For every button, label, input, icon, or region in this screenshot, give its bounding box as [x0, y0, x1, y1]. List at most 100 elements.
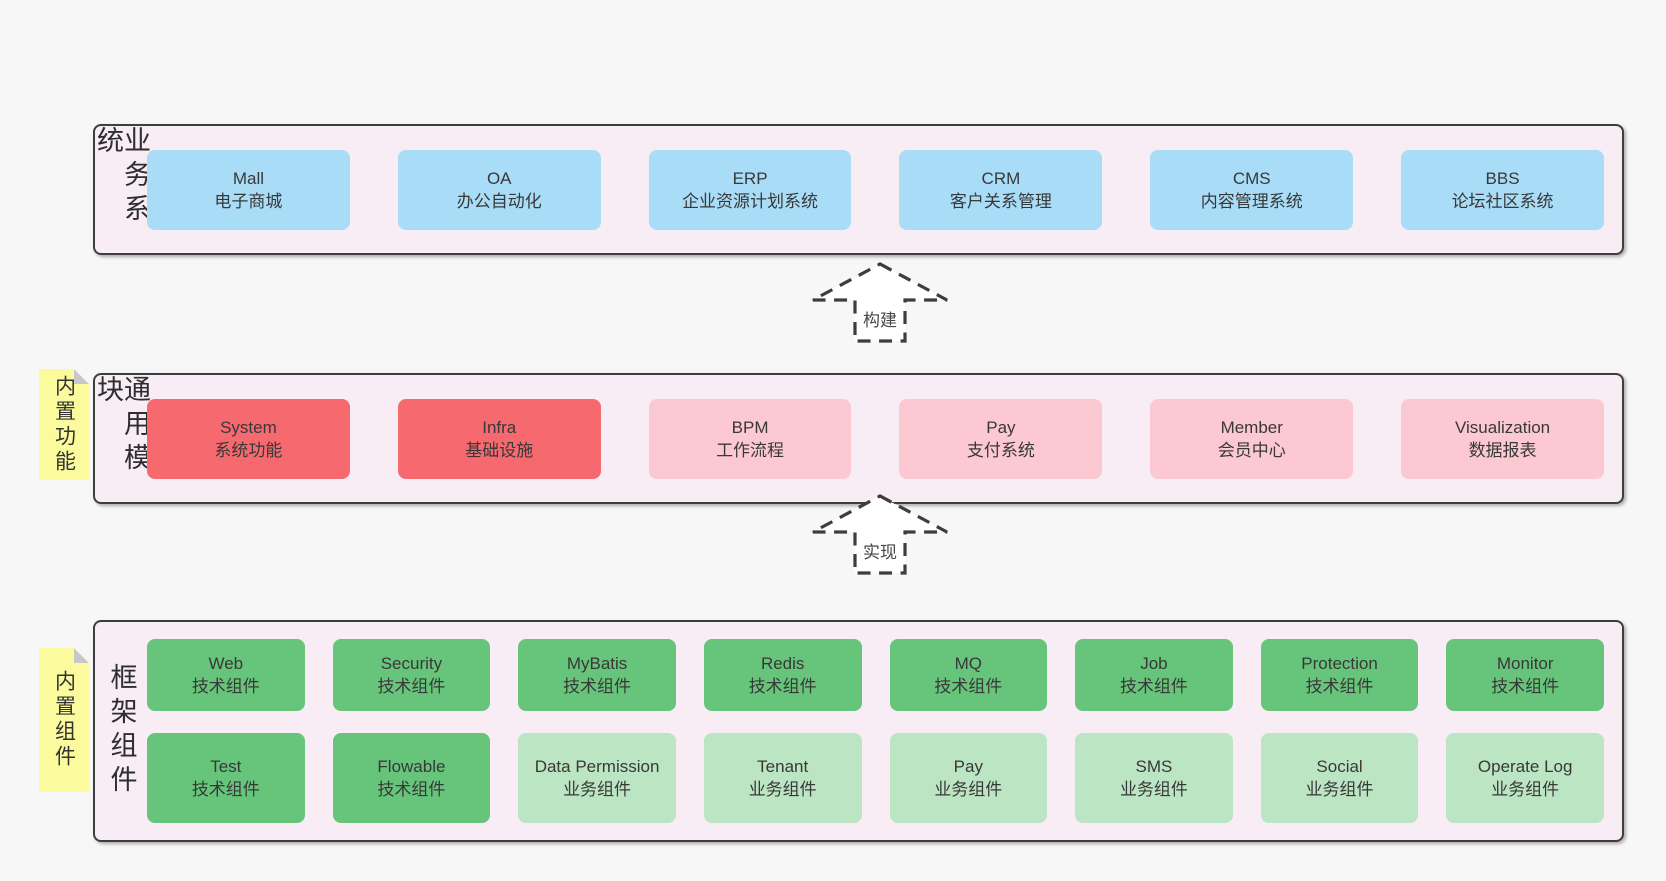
box-subtitle: 数据报表 — [1468, 440, 1537, 460]
arrow-implement-label: 实现 — [863, 543, 897, 562]
component-boxes: Web 技术组件 Security 技术组件 MyBatis 技术组件 Redi… — [147, 622, 1622, 840]
component-box-social: Social 业务组件 — [1260, 733, 1419, 823]
box-title: Security — [380, 654, 443, 673]
box-title: OA — [486, 168, 512, 188]
band-title-text: 框架组件 — [106, 663, 137, 799]
box-title: Operate Log — [1477, 757, 1573, 776]
box-title: SMS — [1135, 757, 1173, 776]
component-box-test: Test 技术组件 — [147, 733, 305, 823]
component-box-web: Web 技术组件 — [147, 639, 305, 711]
box-subtitle: 支付系统 — [966, 440, 1035, 460]
sticky-label: 内置功能 — [52, 374, 76, 475]
component-box-job: Job 技术组件 — [1075, 639, 1233, 711]
band-common-modules: 通用模块 System 系统功能 Infra 基础设施 BPM 工作流程 Pay… — [93, 373, 1624, 504]
band-business-systems: 业务系统 Mall 电子商城 OA 办公自动化 ERP 企业资源计划系统 CRM… — [93, 124, 1624, 255]
box-subtitle: 业务组件 — [1491, 780, 1560, 799]
box-title: Member — [1220, 417, 1283, 437]
box-subtitle: 基础设施 — [465, 440, 534, 460]
box-subtitle: 技术组件 — [191, 677, 260, 696]
module-box-pay: Pay 支付系统 — [899, 398, 1103, 479]
band-components-title: 框架组件 — [95, 622, 147, 840]
box-subtitle: 论坛社区系统 — [1451, 191, 1554, 211]
business-box-bbs: BBS 论坛社区系统 — [1401, 149, 1604, 230]
component-box-flowable: Flowable 技术组件 — [332, 733, 491, 823]
box-subtitle: 工作流程 — [716, 440, 785, 460]
box-title: Test — [210, 757, 242, 776]
box-subtitle: 技术组件 — [1119, 677, 1188, 696]
component-box-security: Security 技术组件 — [332, 639, 491, 711]
box-subtitle: 企业资源计划系统 — [682, 191, 819, 211]
component-box-sms: SMS 业务组件 — [1075, 733, 1233, 823]
arrow-implement: 实现 — [810, 494, 950, 576]
box-title: CMS — [1232, 168, 1271, 188]
box-title: Pay — [953, 757, 983, 776]
module-box-member: Member 会员中心 — [1150, 398, 1354, 479]
box-subtitle: 办公自动化 — [456, 191, 542, 211]
business-box-oa: OA 办公自动化 — [397, 149, 601, 230]
box-title: Job — [1140, 654, 1168, 673]
box-subtitle: 内容管理系统 — [1200, 191, 1303, 211]
box-title: Redis — [760, 654, 805, 673]
sticky-built-in-functions: 内置功能 — [39, 369, 89, 480]
component-box-mybatis: MyBatis 技术组件 — [518, 639, 676, 711]
arrow-build-label: 构建 — [863, 311, 897, 330]
box-title: Social — [1316, 757, 1363, 776]
box-subtitle: 系统功能 — [214, 440, 283, 460]
box-title: Flowable — [377, 757, 446, 776]
box-title: Protection — [1301, 654, 1378, 673]
box-title: System — [220, 417, 277, 437]
box-title: BBS — [1485, 168, 1520, 188]
band-business-title: 业务系统 — [93, 126, 150, 253]
box-title: MQ — [954, 654, 982, 673]
box-title: Web — [208, 654, 244, 673]
up-arrow-icon — [812, 262, 948, 343]
sticky-label: 内置组件 — [52, 670, 76, 770]
box-title: MyBatis — [566, 654, 628, 673]
box-subtitle: 业务组件 — [563, 780, 632, 799]
box-subtitle: 技术组件 — [377, 677, 446, 696]
component-box-pay: Pay 业务组件 — [889, 733, 1048, 823]
box-subtitle: 技术组件 — [748, 677, 817, 696]
module-box-system: System 系统功能 — [147, 398, 350, 479]
box-subtitle: 技术组件 — [1305, 677, 1374, 696]
arrow-build: 构建 — [810, 262, 950, 344]
module-boxes: System 系统功能 Infra 基础设施 BPM 工作流程 Pay 支付系统… — [147, 375, 1622, 502]
box-subtitle: 业务组件 — [748, 780, 817, 799]
module-box-bpm: BPM 工作流程 — [648, 398, 852, 479]
band-framework-components: 框架组件 Web 技术组件 Security 技术组件 MyBatis 技术组件… — [93, 620, 1624, 842]
component-box-tenant: Tenant 业务组件 — [703, 733, 862, 823]
component-box-operate-log: Operate Log 业务组件 — [1446, 733, 1604, 823]
box-subtitle: 业务组件 — [1305, 780, 1374, 799]
box-title: Infra — [482, 417, 517, 437]
box-subtitle: 技术组件 — [1491, 677, 1560, 696]
component-box-redis: Redis 技术组件 — [703, 639, 862, 711]
box-subtitle: 技术组件 — [563, 677, 632, 696]
band-modules-title: 通用模块 — [93, 375, 150, 502]
sticky-built-in-components: 内置组件 — [39, 648, 89, 792]
business-boxes: Mall 电子商城 OA 办公自动化 ERP 企业资源计划系统 CRM 客户关系… — [147, 126, 1622, 253]
box-title: Monitor — [1496, 654, 1554, 673]
box-title: Mall — [232, 168, 264, 188]
module-box-visualization: Visualization 数据报表 — [1401, 398, 1604, 479]
component-box-data-permission: Data Permission 业务组件 — [518, 733, 676, 823]
business-box-crm: CRM 客户关系管理 — [899, 149, 1103, 230]
box-subtitle: 业务组件 — [934, 780, 1003, 799]
component-box-mq: MQ 技术组件 — [889, 639, 1048, 711]
business-box-cms: CMS 内容管理系统 — [1150, 149, 1354, 230]
box-title: ERP — [732, 168, 768, 188]
component-box-protection: Protection 技术组件 — [1260, 639, 1419, 711]
box-subtitle: 技术组件 — [934, 677, 1003, 696]
module-box-infra: Infra 基础设施 — [397, 398, 601, 479]
box-subtitle: 业务组件 — [1119, 780, 1188, 799]
box-title: Data Permission — [534, 757, 660, 776]
up-arrow-icon — [812, 494, 948, 575]
band-title-text: 通用模块 — [93, 375, 150, 477]
box-title: CRM — [981, 168, 1021, 188]
box-subtitle: 电子商城 — [214, 191, 283, 211]
box-subtitle: 客户关系管理 — [949, 191, 1052, 211]
box-title: Visualization — [1455, 417, 1551, 437]
box-subtitle: 技术组件 — [191, 780, 260, 799]
box-subtitle: 技术组件 — [377, 780, 446, 799]
component-box-monitor: Monitor 技术组件 — [1446, 639, 1604, 711]
band-title-text: 业务系统 — [93, 126, 150, 228]
